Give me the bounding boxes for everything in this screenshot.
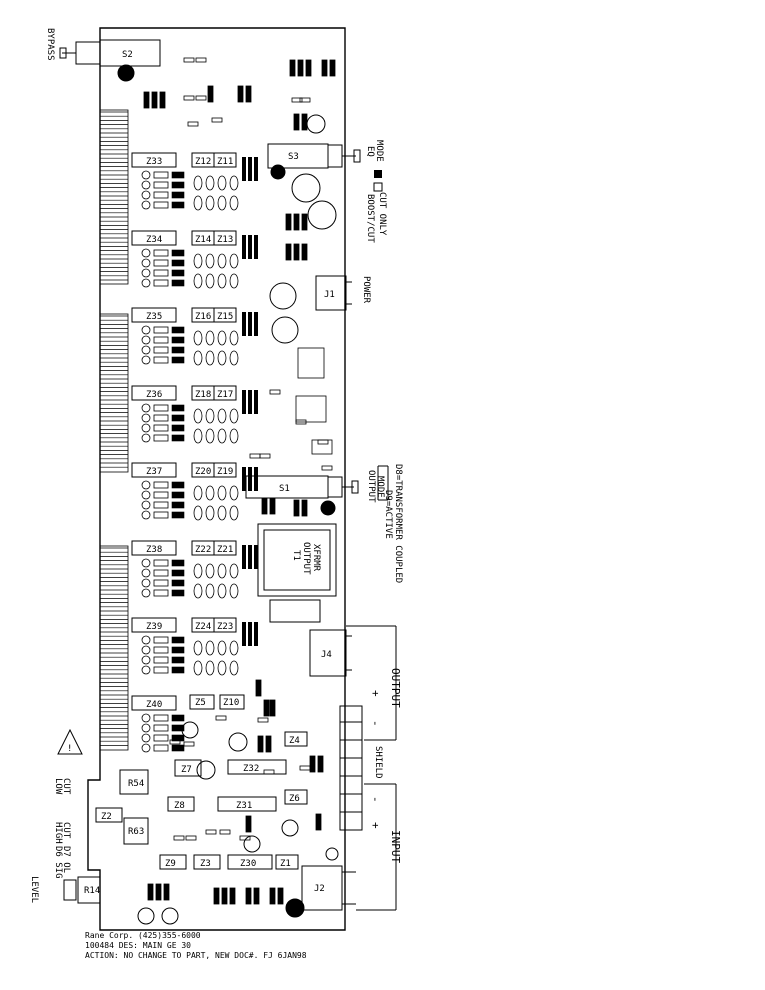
r63-label: R63: [128, 827, 144, 837]
z-left-0-label: Z33: [146, 157, 162, 167]
z8-label: Z8: [174, 801, 185, 811]
footer-line3: ACTION: NO CHANGE TO PART, NEW DOC#. FJ …: [85, 951, 307, 960]
z3-label: Z3: [200, 859, 211, 869]
z-left-4-label: Z37: [146, 467, 162, 477]
t1-designator: T1: [291, 550, 301, 561]
io-brackets: [346, 625, 397, 911]
zpair-2-b: Z15: [217, 312, 233, 322]
z4-label: Z4: [289, 736, 300, 746]
warning-triangle-icon: !: [57, 728, 83, 755]
switch-s1: [245, 475, 359, 516]
zpair-3-a: Z18: [195, 390, 211, 400]
j4-label: J4: [321, 650, 332, 660]
output-minus: -: [369, 720, 382, 727]
s3-label: S3: [288, 152, 299, 162]
misc-ics: [95, 694, 308, 870]
j2-label: J2: [314, 884, 325, 894]
d6-sig-label: D6 SIG: [53, 846, 63, 879]
zpair-5-a: Z22: [195, 545, 211, 555]
capacitors: [137, 114, 337, 925]
cut-only-indicator: [374, 170, 382, 178]
input-label: INPUT: [389, 830, 402, 863]
zpair-1-b: Z13: [217, 235, 233, 245]
z2-label: Z2: [101, 812, 112, 822]
low-cut-line1: LOW: [53, 778, 63, 795]
zpair-6-a: Z24: [195, 622, 211, 632]
cut-only-label: CUT ONLY: [377, 192, 387, 236]
z9-label: Z9: [165, 859, 176, 869]
zpair-5-b: Z21: [217, 545, 233, 555]
d7-ol-label: D7 OL: [61, 846, 71, 873]
input-plus: +: [369, 822, 382, 829]
power-label: POWER: [361, 276, 371, 304]
zpair-0-b: Z11: [217, 157, 233, 167]
eq-mode-line2: MODE: [374, 140, 384, 162]
eq-mode-line1: EQ: [365, 146, 375, 157]
output-label: OUTPUT: [389, 668, 402, 708]
terminal-strip: [339, 705, 363, 831]
level-label: LEVEL: [29, 876, 39, 903]
z31-label: Z31: [236, 801, 252, 811]
switch-s3: [267, 143, 361, 180]
zpair-6-b: Z23: [217, 622, 233, 632]
z7-label: Z7: [181, 765, 192, 775]
zpair-4-a: Z20: [195, 467, 211, 477]
footer-line1: Rane Corp. (425)355-6000: [85, 931, 201, 940]
jack-j4: [309, 629, 352, 677]
z32-label: Z32: [243, 764, 259, 774]
s2-label: S2: [122, 50, 133, 60]
t1-line1: OUTPUT: [301, 542, 311, 575]
r54-label: R54: [128, 779, 144, 789]
output-mode-bracket: [377, 465, 389, 501]
t1-line2: XFRMR: [311, 544, 321, 572]
zpair-1-a: Z14: [195, 235, 211, 245]
z-left-5-label: Z38: [146, 545, 162, 555]
edge-connector: [99, 109, 129, 751]
footer-line2: 100484 DES: MAIN GE 30: [85, 941, 191, 950]
output-mode-line1: OUTPUT: [366, 470, 376, 503]
active-label: D9=ACTIVE: [383, 490, 393, 539]
board-outline: [87, 27, 346, 931]
output-mode-line2: MODE: [375, 476, 385, 498]
svg-text:!: !: [67, 744, 72, 754]
z-left-2-label: Z35: [146, 312, 162, 322]
boost-cut-indicator: [373, 182, 383, 192]
z6-label: Z6: [289, 794, 300, 804]
misc-ic-labels: Z5 Z10 Z4 Z7 Z32 Z8 Z31 Z6 Z2 Z9 Z3 Z30 …: [101, 698, 300, 869]
boost-cut-label: BOOST/CUT: [365, 194, 375, 243]
z-left-7-label: Z40: [146, 700, 162, 710]
j1-label: J1: [324, 290, 335, 300]
low-cut-line2: CUT: [61, 778, 71, 795]
switch-s2: [59, 39, 161, 82]
zpair-0-a: Z12: [195, 157, 211, 167]
transformer-t1: [257, 523, 337, 623]
z5-label: Z5: [195, 698, 206, 708]
jack-j1: [315, 275, 352, 311]
zpair-3-b: Z17: [217, 390, 233, 400]
title-block: Rane Corp. (425)355-6000 100484 DES: MAI…: [85, 931, 415, 961]
z10-label: Z10: [223, 698, 239, 708]
bypass-label: BYPASS: [45, 28, 55, 61]
r14-label: R14: [84, 886, 100, 896]
pots: [63, 769, 149, 904]
zpair-2-a: Z16: [195, 312, 211, 322]
output-plus: +: [369, 690, 382, 697]
shield-label: SHIELD: [373, 746, 383, 779]
z-left-3-label: Z36: [146, 390, 162, 400]
s1-label: S1: [279, 484, 290, 494]
z-left-6-label: Z39: [146, 622, 162, 632]
input-minus: -: [369, 796, 382, 803]
z30-label: Z30: [240, 859, 256, 869]
transformer-coupled-label: D8=TRANSFORMER COUPLED: [393, 464, 403, 583]
z1-label: Z1: [280, 859, 291, 869]
jack-j2: [301, 847, 356, 911]
high-cut-line2: CUT: [61, 822, 71, 839]
high-cut-line1: HIGH: [53, 822, 63, 844]
zpair-4-b: Z19: [217, 467, 233, 477]
z-left-1-label: Z34: [146, 235, 162, 245]
